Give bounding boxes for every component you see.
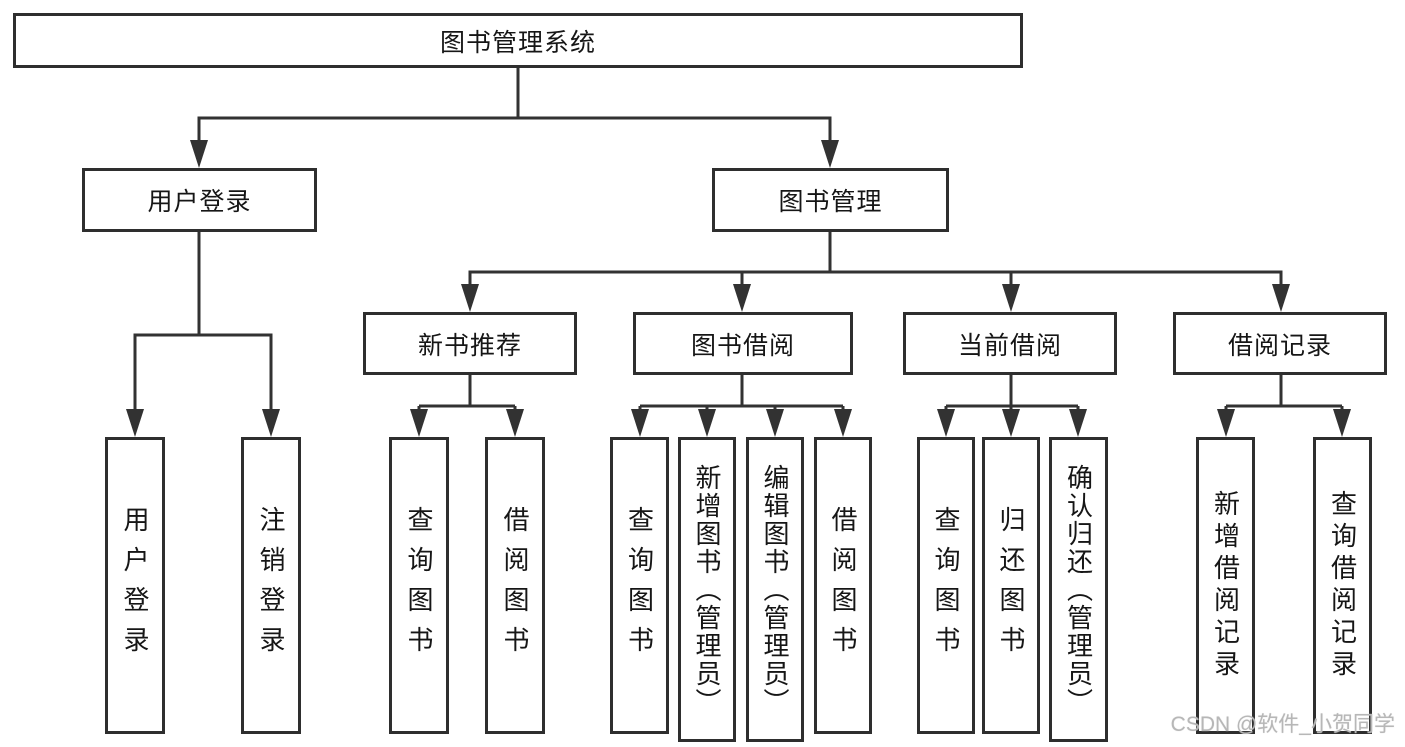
leaf-add-borrow-record: 新增借阅记录 <box>1196 437 1255 734</box>
arrowhead-icon <box>1069 409 1087 437</box>
leaf-query-books-recommend: 查询图书 <box>389 437 449 734</box>
leaf-add-books-admin-label: 新增图书（管理员） <box>692 463 722 716</box>
arrowhead-icon <box>461 284 479 312</box>
leaf-add-books-admin: 新增图书（管理员） <box>678 437 736 742</box>
leaf-return-books-label: 归还图书 <box>996 505 1026 666</box>
arrowhead-icon <box>698 409 716 437</box>
node-new-book-recommendation: 新书推荐 <box>363 312 577 375</box>
arrowhead-icon <box>1217 409 1235 437</box>
leaf-logout-label: 注销登录 <box>256 505 286 666</box>
leaf-query-books-borrowing: 查询图书 <box>610 437 669 734</box>
leaf-query-borrow-record-label: 查询借阅记录 <box>1327 489 1358 682</box>
connector-currentborrow-to-leaves <box>944 375 1080 413</box>
csdn-watermark: CSDN @软件_小贺同学 <box>1170 713 1395 736</box>
leaf-user-login: 用户登录 <box>105 437 165 734</box>
node-library-management-system: 图书管理系统 <box>13 13 1023 68</box>
leaf-logout: 注销登录 <box>241 437 301 734</box>
arrowhead-icon <box>506 409 524 437</box>
leaf-query-books-recommend-label: 查询图书 <box>404 505 434 666</box>
node-book-management: 图书管理 <box>712 168 949 232</box>
leaf-borrow-books-borrowing-label: 借阅图书 <box>828 505 858 666</box>
connector-bookborrow-to-leaves <box>638 375 845 413</box>
leaf-query-books-current: 查询图书 <box>917 437 975 734</box>
connector-records-to-leaves <box>1224 375 1344 413</box>
arrowhead-icon <box>190 140 208 168</box>
arrowheads-group <box>126 140 1351 437</box>
connector-userlogin-to-leaves <box>133 232 273 413</box>
node-borrowing-records: 借阅记录 <box>1173 312 1387 375</box>
arrowhead-icon <box>937 409 955 437</box>
leaf-add-borrow-record-label: 新增借阅记录 <box>1210 489 1241 682</box>
leaf-user-login-label: 用户登录 <box>120 505 150 666</box>
connector-bookmgmt-to-level2 <box>468 232 1283 288</box>
leaf-confirm-return-admin-label: 确认归还（管理员） <box>1063 463 1094 716</box>
connector-newbook-to-leaves <box>417 375 517 413</box>
connector-root-to-level1 <box>197 68 832 144</box>
leaf-return-books: 归还图书 <box>982 437 1040 734</box>
arrowhead-icon <box>1002 409 1020 437</box>
leaf-query-books-current-label: 查询图书 <box>931 505 961 666</box>
arrowhead-icon <box>766 409 784 437</box>
node-user-login: 用户登录 <box>82 168 317 232</box>
node-book-borrowing: 图书借阅 <box>633 312 853 375</box>
arrowhead-icon <box>834 409 852 437</box>
arrowhead-icon <box>262 409 280 437</box>
leaf-borrow-books-borrowing: 借阅图书 <box>814 437 872 734</box>
leaf-edit-books-admin-label: 编辑图书（管理员） <box>760 463 790 716</box>
leaf-borrow-books-recommend-label: 借阅图书 <box>500 505 530 666</box>
arrowhead-icon <box>631 409 649 437</box>
arrowhead-icon <box>1002 284 1020 312</box>
leaf-edit-books-admin: 编辑图书（管理员） <box>746 437 804 742</box>
node-current-borrowing: 当前借阅 <box>903 312 1117 375</box>
leaf-borrow-books-recommend: 借阅图书 <box>485 437 545 734</box>
arrowhead-icon <box>821 140 839 168</box>
arrowhead-icon <box>1333 409 1351 437</box>
arrowhead-icon <box>410 409 428 437</box>
leaf-query-borrow-record: 查询借阅记录 <box>1313 437 1372 734</box>
arrowhead-icon <box>733 284 751 312</box>
leaf-confirm-return-admin: 确认归还（管理员） <box>1049 437 1108 742</box>
arrowhead-icon <box>126 409 144 437</box>
leaf-query-books-borrowing-label: 查询图书 <box>624 505 655 666</box>
arrowhead-icon <box>1272 284 1290 312</box>
